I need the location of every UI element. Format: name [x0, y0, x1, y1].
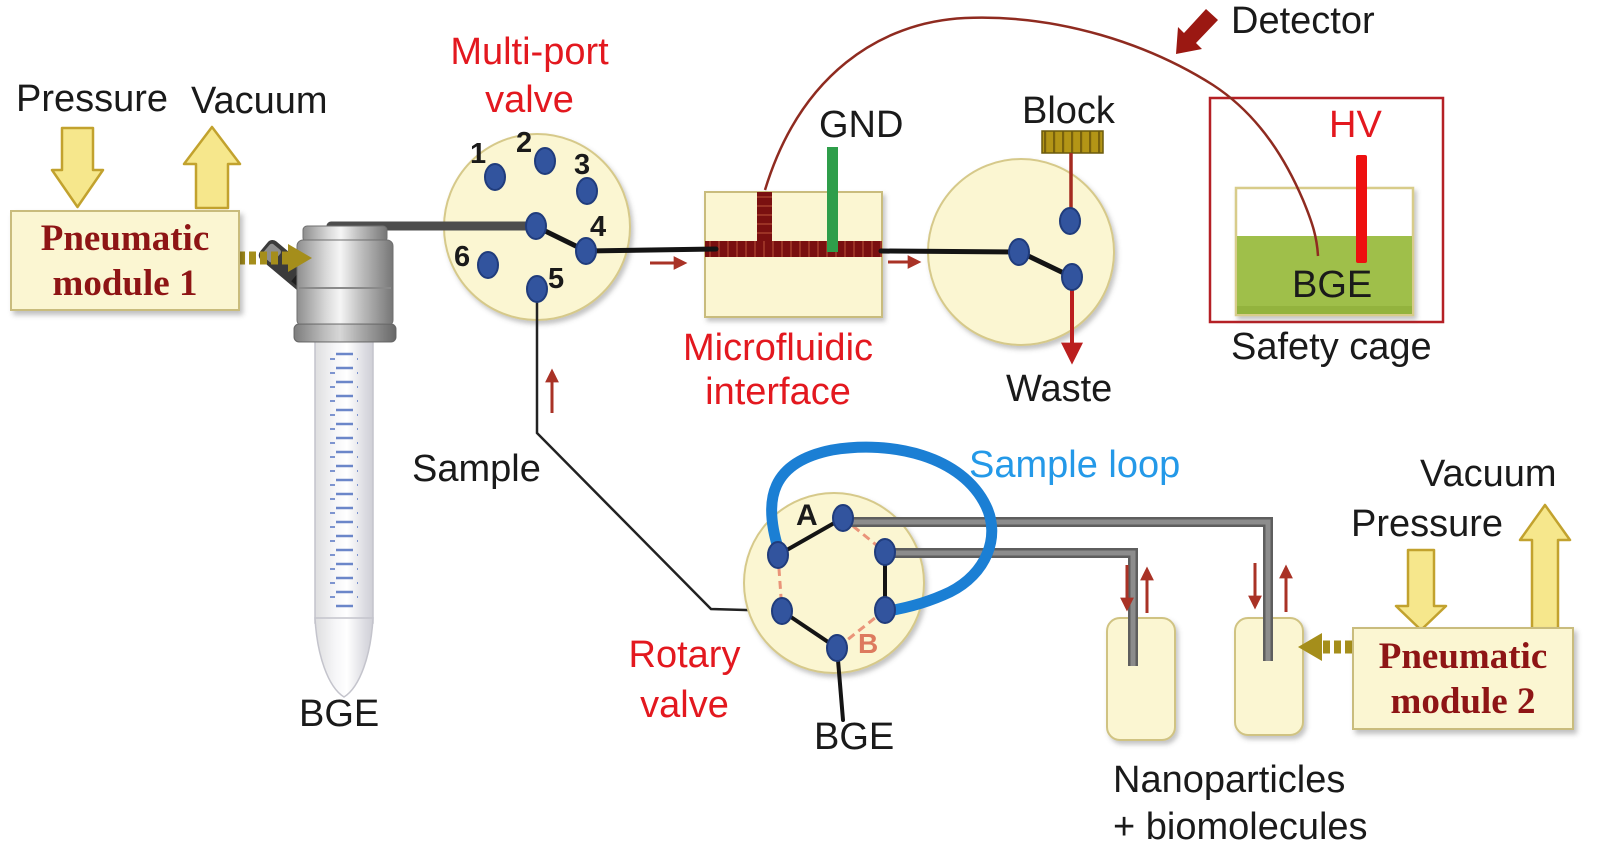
- pneumatic-arrows: [50, 125, 1572, 632]
- sample-line: [535, 291, 783, 613]
- sample-loop-label: Sample loop: [969, 444, 1181, 486]
- valve-ports: [477, 147, 1083, 662]
- pressure-down-arrow-icon: [50, 126, 105, 209]
- pressure-left-label: Pressure: [16, 78, 169, 120]
- vial-left: [1106, 617, 1176, 741]
- gnd-label: GND: [819, 104, 904, 146]
- pneumatic-module-1-line1: Pneumatic: [40, 217, 210, 259]
- pneumatic-module-2-line1: Pneumatic: [1378, 635, 1548, 677]
- gnd-electrode: [827, 147, 838, 252]
- hv-label: HV: [1329, 104, 1382, 146]
- block-label: Block: [1022, 90, 1115, 132]
- safety-cage-label: Safety cage: [1231, 326, 1432, 368]
- bge-tube-label: BGE: [299, 693, 380, 735]
- vials: [1106, 617, 1304, 741]
- sample-loop-tube: [766, 441, 998, 617]
- sample-label: Sample: [412, 448, 541, 490]
- waste-label: Waste: [1006, 368, 1113, 410]
- pneumatic-connectors: [238, 244, 1352, 661]
- module1-arrow-icon: [288, 244, 312, 272]
- vacuum-right-label: Vacuum: [1420, 453, 1557, 495]
- rotary-valve-title: Rotary valve: [628, 634, 741, 726]
- safety-cage: [1208, 96, 1445, 324]
- microfluidic-interface: [704, 147, 883, 318]
- bge-tube-photo: [258, 221, 537, 698]
- detector-label: Detector: [1231, 0, 1375, 42]
- pneumatic-module-1-line2: module 1: [52, 262, 198, 304]
- bge-cage-label: BGE: [1292, 264, 1373, 306]
- port-label-5: 5: [548, 263, 565, 295]
- port-a-label: A: [796, 499, 818, 532]
- microfluidic-title: Microfluidic interface: [682, 327, 874, 413]
- multiport-valve-title: Multi-port valve: [450, 31, 609, 121]
- port-b-label: B: [858, 628, 879, 659]
- tube-graduations: [330, 352, 358, 610]
- pneumatic-module-2-box: Pneumatic module 2: [1352, 627, 1574, 730]
- flow-arrow-icons: [545, 255, 1293, 613]
- pressure-right-label: Pressure: [1351, 503, 1504, 545]
- port-label-3: 3: [574, 149, 591, 181]
- bge-liquid: [1237, 236, 1412, 314]
- bge-rotary-label: BGE: [814, 716, 895, 758]
- port-label-4: 4: [590, 211, 607, 243]
- vacuum-left-label: Vacuum: [191, 80, 328, 122]
- separation-channel: [705, 241, 882, 257]
- pneumatic-module-2-line2: module 2: [1390, 680, 1536, 722]
- port-label-2: 2: [516, 127, 533, 159]
- vials-caption: Nanoparticles + biomolecules: [1113, 759, 1368, 848]
- vertical-channel: [757, 192, 772, 245]
- block-plug: [1041, 130, 1104, 154]
- hv-electrode: [1356, 155, 1367, 263]
- module2-arrow-icon: [1298, 633, 1322, 661]
- pressure2-down-arrow-icon: [1394, 548, 1448, 632]
- port-label-1: 1: [470, 138, 487, 170]
- separation-capillary: [763, 16, 1320, 257]
- vacuum2-up-arrow-icon: [1518, 503, 1572, 632]
- port-label-6: 6: [454, 241, 471, 273]
- vacuum-up-arrow-icon: [182, 125, 242, 210]
- pneumatic-module-1-box: Pneumatic module 1: [10, 210, 240, 311]
- detector-arrow-icon: [1176, 9, 1218, 54]
